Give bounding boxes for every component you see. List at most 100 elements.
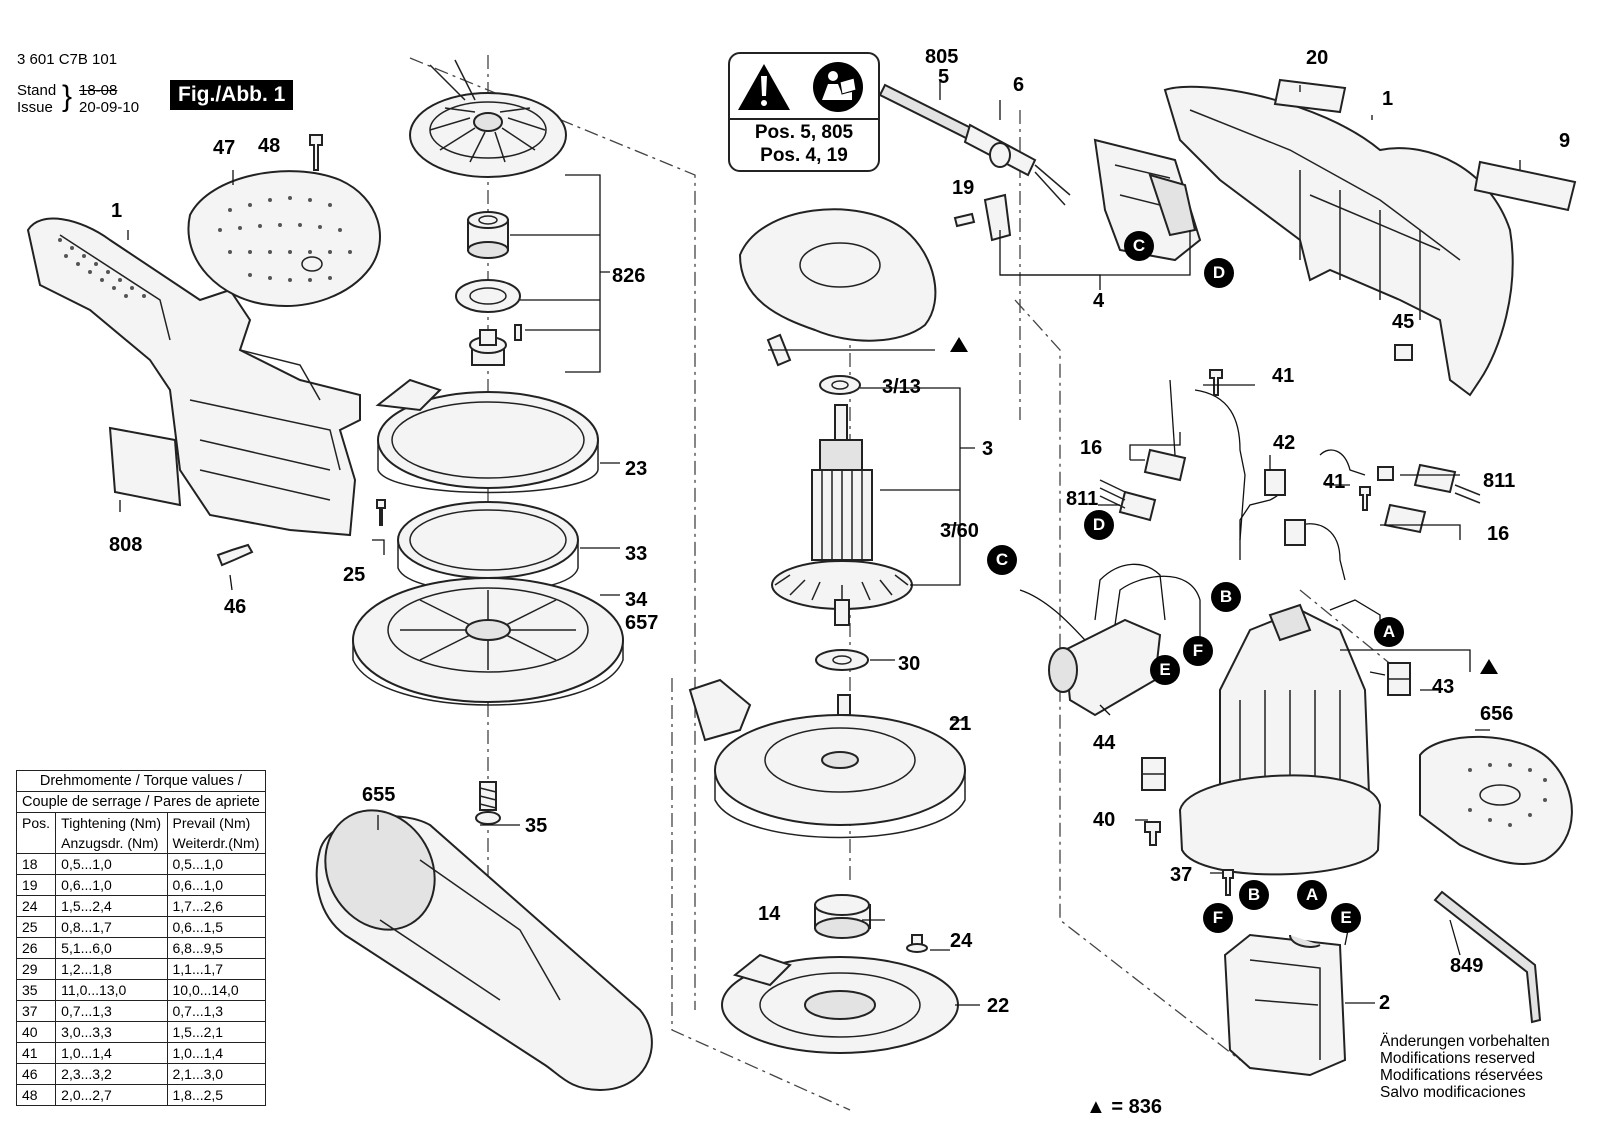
part-label: 2 [1379,992,1391,1014]
handle-grip-dots [58,238,146,298]
switch [1093,138,1202,262]
capacitor-44 [1019,563,1201,717]
part-label: 20 [1306,47,1329,69]
grip-cover [187,170,381,307]
connector-marker: B [1239,880,1269,910]
cell-pos: 19 [15,874,57,896]
part-label: 23 [625,458,648,480]
warning-line-2: Pos. 4, 19 [760,145,848,166]
col-header-pos-2 [15,833,57,854]
part-label: 43 [1432,676,1455,698]
part-label: 37 [1170,864,1193,886]
part-label: 21 [949,713,972,735]
part-label: 35 [525,815,548,837]
connector-marker: F [1203,903,1233,933]
sanding-pad [352,577,624,706]
cell-tightening: 0,5...1,0 [55,853,168,875]
part-label: 44 [1093,732,1116,754]
part-label: 48 [258,135,281,157]
cell-pos: 29 [15,958,57,980]
cell-tightening: 5,1...6,0 [55,937,168,959]
cell-prevail: 1,5...2,1 [166,1021,266,1043]
brace-icon: } [62,80,73,113]
motor-housing-shell [1163,85,1514,397]
part-label: 33 [625,543,648,565]
cell-tightening: 1,0...1,4 [55,1042,168,1064]
power-cable [878,83,1071,206]
motor-field-housing [1178,603,1382,876]
cell-prevail: 6,8...9,5 [166,937,266,959]
connector-marker: A [1297,880,1327,910]
part-label: 811 [1066,488,1099,510]
connector-marker: E [1150,655,1180,685]
note-en: Modifications reserved [1380,1050,1536,1067]
connectors [1264,466,1394,546]
part-label: 24 [950,930,973,952]
label-strips [1273,78,1577,212]
part-label: 30 [898,653,921,675]
retaining-plate [455,279,521,313]
part-label: 6 [1013,74,1025,96]
cell-prevail: 0,6...1,0 [166,874,266,896]
cell-pos: 25 [15,916,57,938]
note-fr: Modifications réservées [1380,1067,1543,1084]
base-plate-22 [721,953,959,1054]
part-label: 40 [1093,809,1116,831]
warning-line-1: Pos. 5, 805 [754,122,854,143]
leader-lines [119,80,1521,1006]
connector-marker: D [1204,258,1234,288]
col-header-pos: Pos. [15,812,57,833]
part-label: 16 [1080,437,1103,459]
part-label: 1 [1382,88,1394,110]
part-label: 811 [1483,470,1516,492]
part-label: 9 [1559,130,1571,152]
part-label: 45 [1392,311,1415,333]
cell-pos: 46 [15,1063,57,1085]
screws-right [1144,369,1371,896]
part-label: 849 [1450,955,1484,977]
part-label: 16 [1487,523,1510,545]
part-label: 4 [1093,290,1105,312]
cell-prevail: 1,7...2,6 [166,895,266,917]
part-label: 656 [1480,703,1514,725]
cell-tightening: 0,7...1,3 [55,1000,168,1022]
cell-prevail: 0,5...1,0 [166,853,266,875]
dust-bag [315,809,653,1092]
ring-23 [375,378,599,494]
cell-prevail: 0,7...1,3 [166,1000,266,1022]
part-label: 808 [109,534,143,556]
part-label: 3/60 [940,520,979,542]
connector-marker: C [1124,231,1154,261]
cell-pos: 37 [15,1000,57,1022]
bearing-14 [814,894,871,939]
figure-label: Fig./Abb. 1 [170,80,294,110]
dust-port-656 [1419,735,1573,866]
note-es: Salvo modificaciones [1380,1084,1526,1101]
issue-date: 20-09-10 [79,99,140,116]
fan-guard [738,208,937,367]
armature [771,404,913,626]
nut-45 [1394,344,1413,361]
col-header-prevail: Prevail (Nm) [166,812,266,833]
cell-tightening: 2,0...2,7 [55,1084,168,1106]
cell-tightening: 3,0...3,3 [55,1021,168,1043]
cell-tightening: 1,2...1,8 [55,958,168,980]
warning-triangle-icon [738,64,790,110]
part-label: 657 [625,612,659,634]
part-label: 805 [925,46,959,68]
col-header-weiterdr: Weiterdr.(Nm) [166,833,266,854]
cell-pos: 48 [15,1084,57,1106]
cell-pos: 26 [15,937,57,959]
screws-left [216,134,386,567]
part-label: 5 [938,66,950,88]
col-header-tightening: Tightening (Nm) [55,812,168,833]
connector-marker: D [1084,510,1114,540]
